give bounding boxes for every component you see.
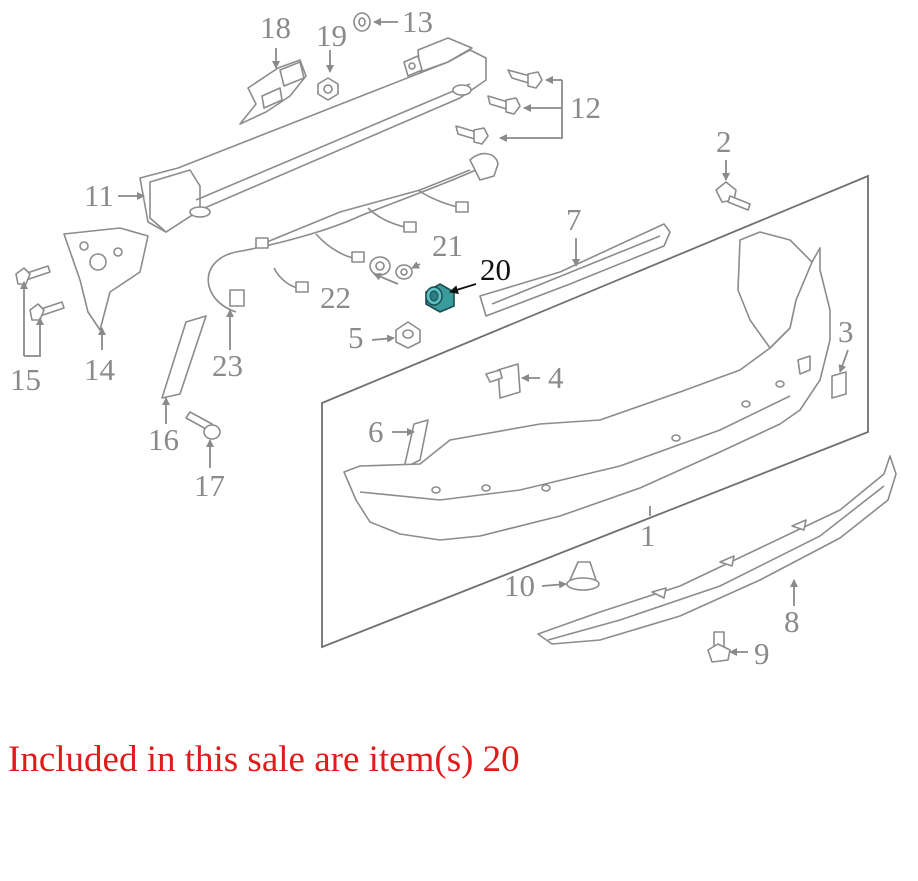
part-22-sensor-ring <box>369 256 391 276</box>
part-15-screws <box>15 265 65 321</box>
callout-15: 15 <box>10 362 41 397</box>
callout-12: 12 <box>570 90 601 125</box>
callout-6: 6 <box>368 414 384 449</box>
part-5-nut <box>395 321 421 349</box>
part-2-bolt <box>715 181 751 211</box>
callout-5: 5 <box>348 320 364 355</box>
callout-21: 21 <box>432 228 463 263</box>
part-11-reinforcement-bar <box>139 37 487 233</box>
callout-14: 14 <box>84 352 116 387</box>
callout-1: 1 <box>640 518 656 553</box>
part-18-bracket <box>239 59 307 125</box>
callout-19: 19 <box>316 18 347 53</box>
part-19-nut <box>317 77 339 101</box>
part-9-bolt <box>707 631 731 663</box>
part-4-clip <box>485 363 521 399</box>
part-23-wiring-harness <box>207 152 499 313</box>
part-20-parking-sensor <box>425 283 455 313</box>
callout-8: 8 <box>784 604 800 639</box>
part-6-bracket <box>403 419 429 469</box>
part-14-side-bracket <box>63 227 149 331</box>
callout-23: 23 <box>212 348 243 383</box>
part-16-trim-strip <box>161 315 207 399</box>
callout-9: 9 <box>754 636 770 671</box>
callout-20: 20 <box>480 252 511 287</box>
part-10-clip <box>566 561 600 591</box>
callout-3: 3 <box>838 314 854 349</box>
part-3-cover-cap <box>831 371 847 399</box>
callout-10: 10 <box>504 568 535 603</box>
part-17-screw <box>185 411 221 440</box>
part-8-lower-diffuser <box>537 455 897 645</box>
callout-22: 22 <box>320 280 351 315</box>
part-13-washer <box>353 12 371 32</box>
callout-4: 4 <box>548 360 564 395</box>
callout-13: 13 <box>402 4 433 39</box>
sale-note: Included in this sale are item(s) 20 <box>8 739 520 780</box>
callout-17: 17 <box>194 468 225 503</box>
callout-2: 2 <box>716 124 732 159</box>
parts-diagram: 18 19 13 12 11 2 7 21 20 22 5 14 15 23 4… <box>10 4 897 671</box>
part-1-bumper-cover <box>343 231 831 541</box>
callout-7: 7 <box>566 202 582 237</box>
callout-16: 16 <box>148 422 179 457</box>
callout-18: 18 <box>260 10 291 45</box>
leader-lines <box>20 18 849 656</box>
part-12-bolts <box>455 69 543 145</box>
callout-11: 11 <box>84 178 114 213</box>
part-21-washer <box>395 264 413 280</box>
